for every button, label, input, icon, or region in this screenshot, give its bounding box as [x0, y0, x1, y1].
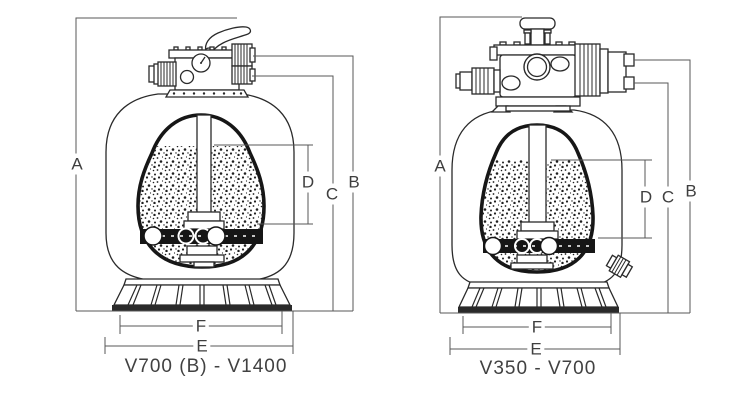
dim-line-b [634, 59, 691, 313]
dim-label-b-left: B [345, 171, 363, 193]
base-pedestal [112, 278, 292, 311]
dim-label-f-left: F [192, 315, 210, 337]
dim-label-b-right: B [682, 180, 700, 202]
dim-label-e-left: E [193, 335, 211, 357]
dim-label-d-left: D [298, 171, 318, 193]
multiport-valve [148, 26, 256, 98]
model-caption-left: V700 (B) - V1400 [124, 356, 288, 377]
dim-label-d-right: D [636, 186, 656, 208]
base-pedestal [457, 281, 620, 313]
dim-label-a-right: A [431, 155, 449, 177]
lateral-assembly [140, 114, 263, 268]
dim-label-a-left: A [68, 153, 86, 175]
right-unions [231, 43, 256, 85]
dim-line-a [439, 16, 522, 313]
lateral-assembly [483, 124, 595, 270]
left-union [148, 61, 177, 87]
dim-label-c-left: C [322, 183, 342, 205]
dimension-lines-left [75, 17, 354, 354]
drain-plug [605, 254, 634, 279]
model-caption-right: V350 - V700 [479, 358, 597, 379]
dim-line-c [252, 75, 334, 311]
valve-handle [204, 26, 252, 54]
dim-line-c [634, 82, 669, 313]
right-filter-drawing [439, 16, 691, 355]
dim-label-e-right: E [527, 338, 545, 360]
dim-line-a [75, 17, 237, 311]
dimension-lines-right [439, 16, 691, 355]
valve-knob [519, 17, 556, 30]
dim-label-f-right: F [528, 316, 546, 338]
dim-label-c-right: C [658, 186, 678, 208]
right-union [574, 43, 635, 97]
left-union [455, 67, 501, 95]
left-filter-drawing [75, 17, 354, 354]
valve-port-opening [179, 69, 195, 85]
dim-line-b [253, 55, 354, 311]
multiport-valve [455, 17, 635, 113]
